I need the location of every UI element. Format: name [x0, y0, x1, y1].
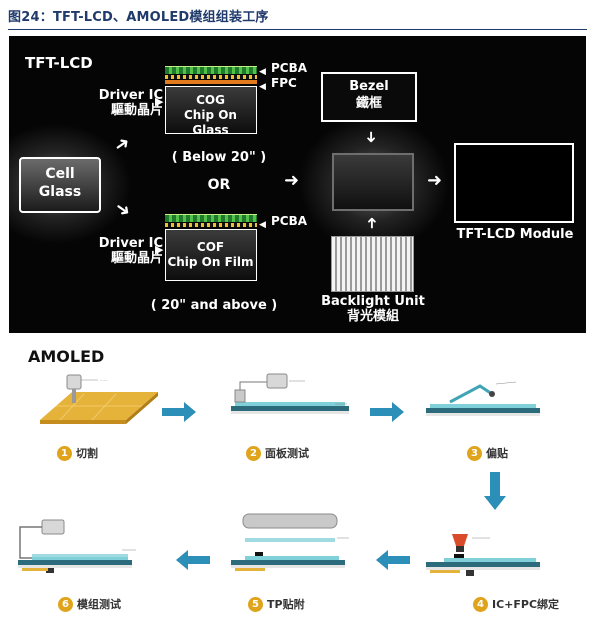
step-4-badge: 4 [473, 597, 488, 612]
cog-stack: COG Chip On Glass [165, 66, 257, 156]
step-3-label: 偏贴 [486, 447, 508, 460]
pointer-left-icon: ◀ [259, 220, 266, 230]
arrow-up-icon: ➜ [362, 216, 381, 230]
backlight-label: Backlight Unit 背光模組 [321, 294, 425, 324]
flow-arrow-down-icon [484, 472, 506, 510]
cog-label: COG Chip On Glass [184, 93, 237, 137]
cof-glass: COF Chip On Film [165, 229, 257, 281]
step-2-badge: 2 [246, 446, 261, 461]
cog-size-label: ( Below 20" ) [171, 150, 267, 165]
pcba-bottom-label: PCBA [271, 214, 308, 228]
step-6-badge: 6 [58, 597, 73, 612]
arrow-right-icon: ➜ [427, 170, 443, 191]
bezel-label: Bezel 鐵框 [349, 79, 389, 111]
pcba-top-label: PCBA [271, 61, 308, 75]
step1-annotation: ...... [100, 377, 108, 382]
step-3-badge: 3 [467, 446, 482, 461]
tft-lcd-panel: TFT-LCD Cell Glass ➜ ➜ Driver IC 驅動晶片 ▶ … [9, 36, 586, 333]
step2-panel-test-illustration [231, 373, 349, 414]
tft-lcd-title: TFT-LCD [25, 54, 93, 72]
tft-lcd-module-label: TFT-LCD Module [456, 227, 574, 242]
arrow-down-icon: ➜ [362, 130, 381, 144]
flow-arrow-left-1-icon [376, 550, 410, 570]
amoled-title: AMOLED [28, 347, 105, 366]
fpc-layer [165, 80, 257, 84]
step-1-label: 切割 [76, 447, 98, 460]
pcba-layer-bottom [165, 214, 257, 222]
step-6-label: 模组测试 [77, 598, 121, 611]
flow-arrow-right-2-icon [370, 402, 404, 422]
step1-cutting-illustration [40, 374, 158, 424]
step6-module-test-illustration [18, 519, 136, 573]
step3-polarizer-illustration [426, 381, 540, 416]
figure-title: 图24：TFT-LCD、AMOLED模组组装工序 [8, 10, 269, 25]
cog-glass: COG Chip On Glass [165, 86, 257, 137]
chip-layer-bottom [165, 223, 257, 227]
cell-glass-box: Cell Glass [19, 157, 101, 213]
or-label: OR [207, 177, 231, 193]
step-1-badge: 1 [57, 446, 72, 461]
pointer-left-icon: ◀ [259, 67, 266, 77]
cof-size-label: ( 20" and above ) [150, 298, 278, 313]
cof-stack: COF Chip On Film [165, 214, 257, 294]
driver-ic-top-label: Driver IC 驅動晶片 [98, 88, 163, 118]
step-4-label: IC+FPC绑定 [492, 598, 560, 611]
pointer-left-icon: ◀ [259, 82, 266, 92]
assembly-panel [332, 153, 414, 211]
step5-tp-attach-illustration [231, 513, 349, 571]
driver-ic-bottom-label: Driver IC 驅動晶片 [98, 236, 163, 266]
bezel-box: Bezel 鐵框 [321, 72, 417, 122]
cell-glass-label: Cell Glass [38, 166, 82, 200]
step-5-label: TP贴附 [267, 598, 305, 611]
step4-ic-fpc-illustration [426, 534, 540, 576]
title-rule [8, 29, 587, 30]
flow-arrow-left-2-icon [176, 550, 210, 570]
backlight-unit-image [331, 236, 414, 292]
flow-arrow-right-1-icon [162, 402, 196, 422]
cof-label: COF Chip On Film [167, 240, 254, 269]
arrow-right-icon: ➜ [284, 170, 300, 191]
pointer-right-icon: ▶ [155, 95, 164, 108]
chip-layer-top [165, 75, 257, 79]
step-2-label: 面板测试 [265, 447, 309, 460]
fpc-label: FPC [271, 76, 297, 90]
step-5-badge: 5 [248, 597, 263, 612]
tft-lcd-module-frame [454, 143, 574, 223]
pcba-layer-top [165, 66, 257, 74]
pointer-right-icon: ▶ [155, 243, 164, 256]
